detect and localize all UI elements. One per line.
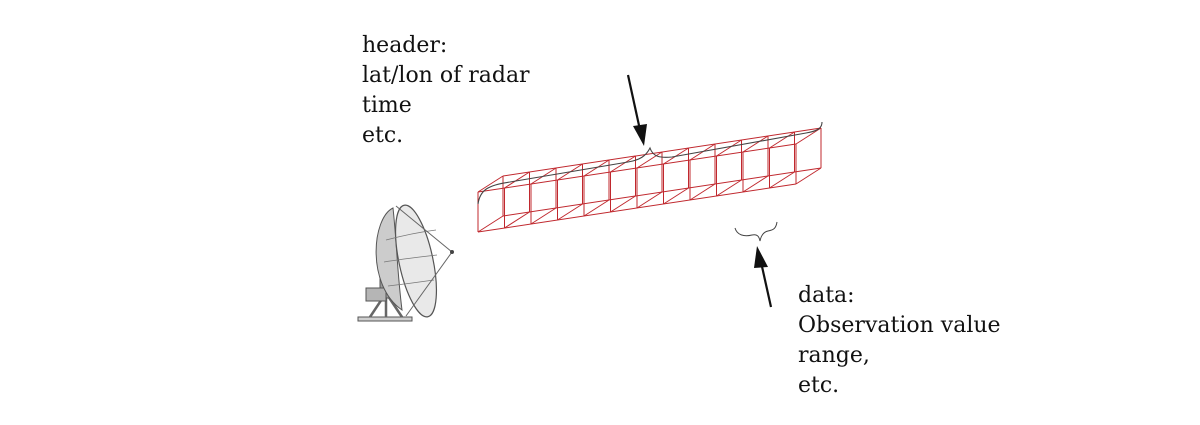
data-note-line: data: bbox=[798, 283, 855, 308]
beam-cell-edge bbox=[636, 151, 663, 169]
beam-cell-edge bbox=[769, 131, 795, 149]
beam-cell-edge bbox=[610, 195, 636, 213]
beam-cell-edge bbox=[583, 159, 610, 177]
beam-cell-edge bbox=[557, 203, 583, 221]
header-note-line: header: bbox=[362, 33, 448, 58]
beam-cell-edge bbox=[742, 135, 769, 153]
data-brace bbox=[734, 221, 778, 242]
beam-cell-edge bbox=[504, 171, 530, 189]
beam-long-edge bbox=[477, 183, 797, 233]
beam-cell-edge bbox=[477, 215, 504, 233]
beam-cell-edge bbox=[795, 127, 822, 145]
header-brace bbox=[477, 121, 823, 205]
beam-cell-edge bbox=[769, 171, 795, 189]
data-note-line: Observation value bbox=[798, 313, 1001, 338]
data-note: data: Observation value range, etc. bbox=[798, 281, 1001, 401]
beam-long-edge bbox=[502, 127, 822, 177]
beam-long-edge bbox=[477, 143, 797, 193]
beam-cell-edge bbox=[716, 179, 742, 197]
data-arrow bbox=[754, 246, 773, 308]
header-note-line: etc. bbox=[362, 123, 404, 148]
beam-cell-edge bbox=[477, 175, 504, 193]
header-arrow bbox=[626, 74, 647, 146]
beam-cell-edge bbox=[610, 155, 636, 173]
beam-cell-edge bbox=[689, 183, 716, 201]
radar-dish-icon bbox=[357, 204, 454, 322]
beam-cell-edge bbox=[716, 139, 742, 157]
beam-cell-edge bbox=[795, 167, 822, 185]
beam-cell-edge bbox=[636, 191, 663, 209]
beam-cell-edge bbox=[742, 175, 769, 193]
header-note: header: lat/lon of radar time etc. bbox=[362, 31, 530, 151]
header-note-line: lat/lon of radar bbox=[362, 63, 530, 88]
beam-cell-edge bbox=[504, 211, 530, 229]
beam-long-edge bbox=[502, 167, 822, 217]
data-note-line: etc. bbox=[798, 373, 840, 398]
beam-cell-edge bbox=[583, 199, 610, 217]
header-note-line: time bbox=[362, 93, 412, 118]
beam-cell-edge bbox=[530, 207, 557, 225]
data-note-line: range, bbox=[798, 343, 870, 368]
beam-cell-edge bbox=[663, 187, 689, 205]
